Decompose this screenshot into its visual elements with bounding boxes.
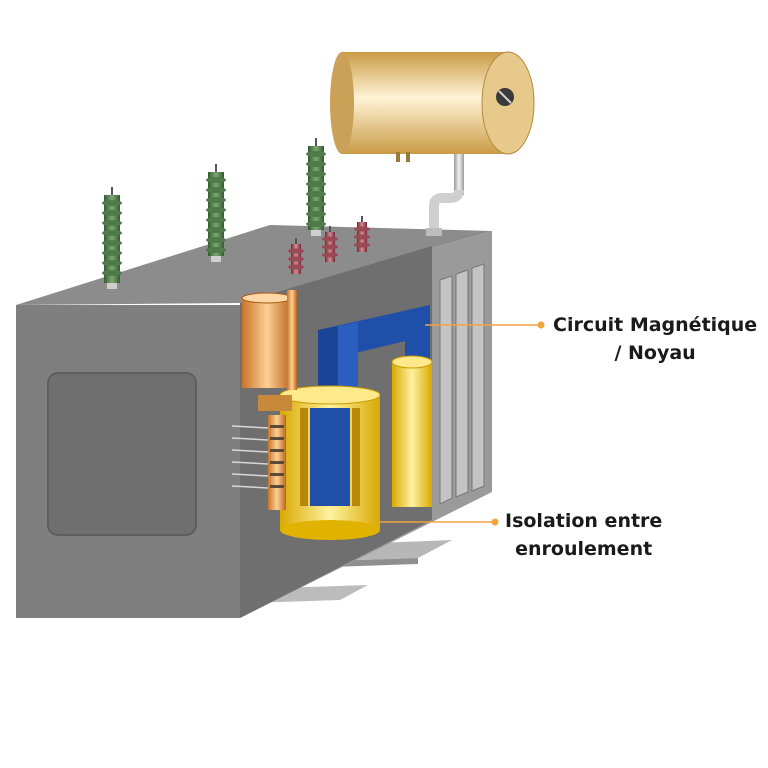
tank-top — [16, 225, 492, 305]
rear-winding — [391, 355, 433, 507]
tap-changer — [241, 290, 297, 510]
lv-bushing-icon — [288, 216, 370, 274]
radiator-fins-icon — [439, 263, 485, 505]
callout-lines — [378, 321, 545, 526]
conservator-tank-icon — [330, 51, 535, 162]
label-insulation-line1: Isolation entre — [505, 510, 663, 532]
tap-leads — [231, 425, 269, 489]
label-insulation-line2: enroulement — [515, 538, 653, 560]
front-winding — [279, 385, 381, 540]
tank-access-panel — [47, 372, 197, 536]
conservator-pipe — [426, 150, 464, 236]
label-magnetic-core: Circuit Magnétique / Noyau — [553, 311, 757, 367]
callout-dot-insulation — [491, 518, 499, 526]
label-winding-insulation: Isolation entre enroulement — [505, 507, 662, 563]
hv-bushing-icon — [102, 138, 326, 289]
label-core-line2: / Noyau — [614, 342, 696, 364]
callout-dot-core — [537, 321, 545, 329]
label-core-line1: Circuit Magnétique — [553, 314, 758, 336]
